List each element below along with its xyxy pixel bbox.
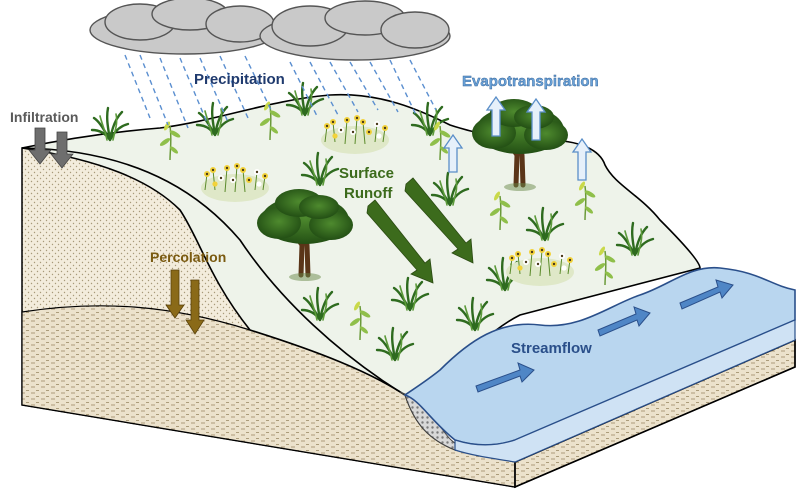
streamflow-label: Streamflow	[511, 340, 592, 357]
ground-surface	[21, 93, 701, 396]
evapotranspiration-label: Evapotranspiration	[462, 73, 599, 90]
surface-runoff-label-line2: Runoff	[344, 185, 393, 202]
cloud-icon	[89, 0, 451, 61]
percolation-label: Percolation	[150, 249, 226, 265]
precipitation-label: Precipitation	[194, 71, 285, 88]
river	[399, 266, 796, 463]
rain-icon	[124, 54, 437, 129]
surface-runoff-label-line1: Surface	[339, 165, 394, 182]
infiltration-arrows	[28, 127, 74, 169]
surface-runoff-arrows	[366, 177, 474, 284]
evapotranspiration-arrows	[442, 95, 593, 181]
infiltration-label: Infiltration	[10, 109, 78, 125]
percolation-arrows	[165, 269, 205, 335]
